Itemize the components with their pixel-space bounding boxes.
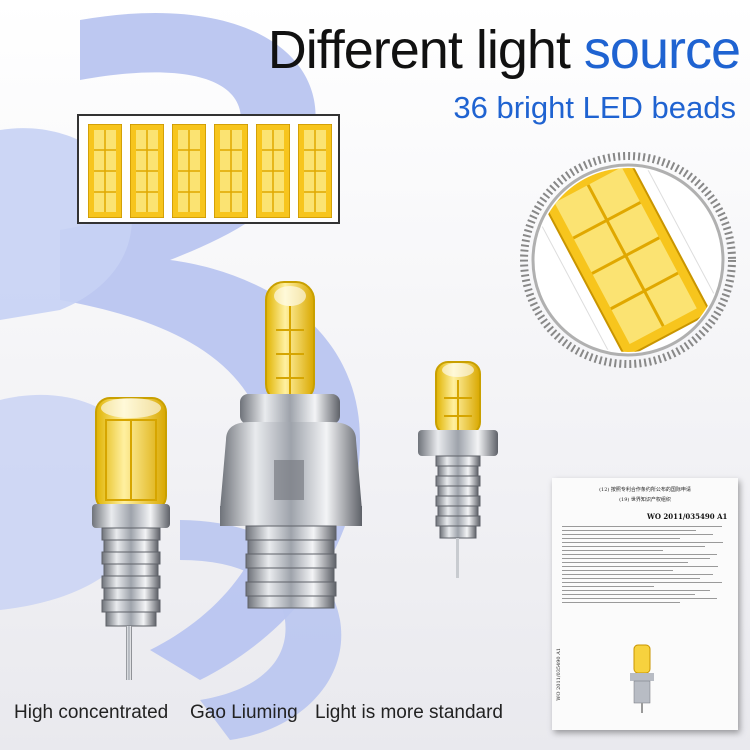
bulb-high-concentrated bbox=[92, 397, 170, 680]
patent-document: (12) 按照专利合作条约所公布的国际申请 (19) 世界知识产权组织 WO 2… bbox=[552, 478, 738, 730]
caption-high-concentrated: High concentrated bbox=[14, 702, 169, 723]
page-title: Different light source bbox=[0, 18, 741, 82]
patent-side-number: WO 2011/035490 A1 bbox=[556, 648, 562, 701]
led-chip bbox=[130, 124, 164, 218]
bulb-light-standard bbox=[418, 361, 498, 578]
title-part-2: source bbox=[583, 20, 741, 80]
caption-light-standard: Light is more standard bbox=[315, 702, 503, 723]
patent-publication-number: WO 2011/035490 A1 bbox=[647, 512, 728, 521]
patent-text-lines bbox=[562, 526, 730, 606]
led-chip bbox=[172, 124, 206, 218]
page-subtitle: 36 bright LED beads bbox=[453, 90, 736, 125]
led-chip bbox=[298, 124, 332, 218]
magnified-led-chip bbox=[520, 152, 736, 368]
bulb-gao-liuming bbox=[220, 281, 362, 609]
caption-gao-liuming: Gao Liuming bbox=[190, 702, 298, 723]
patent-header: (12) 按照专利合作条约所公布的国际申请 bbox=[599, 487, 691, 493]
led-chip bbox=[88, 124, 122, 218]
led-chip bbox=[256, 124, 290, 218]
patent-bulb-figure bbox=[630, 644, 654, 713]
led-chip-strip bbox=[77, 114, 340, 224]
led-chip bbox=[214, 124, 248, 218]
led-bulbs-illustration bbox=[92, 281, 498, 680]
title-part-1: Different light bbox=[267, 20, 571, 80]
patent-subheader: (19) 世界知识产权组织 bbox=[619, 497, 671, 503]
